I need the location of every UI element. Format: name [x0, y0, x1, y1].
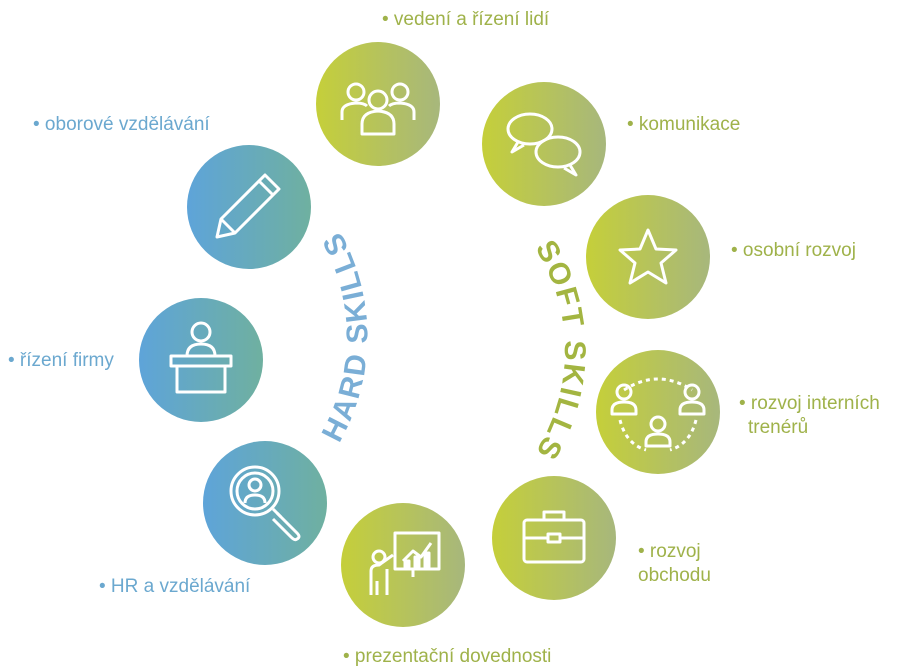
circle-hr	[203, 441, 327, 565]
label-rizeni-line1: • řízení firmy	[8, 350, 114, 371]
label-prezentacni-line1: • prezentační dovednosti	[343, 646, 552, 667]
circle-osobni	[586, 195, 710, 319]
label-treneri-line1: • rozvoj interních	[739, 393, 880, 414]
star-icon	[586, 195, 710, 319]
label-komunikace-line1: • komunikace	[627, 114, 741, 135]
soft-skills-text: SOFT SKILLS	[529, 235, 589, 467]
label-rizeni: • řízení firmy	[8, 349, 114, 373]
label-oborove: • oborové vzdělávání	[33, 113, 210, 137]
hard-skills-arc-label: HARD SKILLS	[316, 226, 375, 447]
circle-komunikace	[482, 82, 606, 206]
circle-prezentacni	[341, 503, 465, 627]
people-group-icon	[316, 42, 440, 166]
speaker-podium-icon	[139, 298, 263, 422]
label-oborove-line1: • oborové vzdělávání	[33, 114, 210, 135]
label-vedeni: • vedení a řízení lidí	[382, 8, 549, 32]
label-osobni: • osobní rozvoj	[731, 239, 856, 263]
label-komunikace: • komunikace	[627, 113, 740, 137]
pencil-icon	[187, 145, 311, 269]
label-treneri: • rozvoj interních trenérů	[739, 392, 880, 440]
circle-obchod	[492, 476, 616, 600]
label-obchod-line1: • rozvoj	[638, 541, 701, 562]
speech-bubbles-icon	[482, 82, 606, 206]
label-obchod-line2: obchodu	[638, 565, 711, 586]
briefcase-icon	[492, 476, 616, 600]
label-obchod: • rozvoj obchodu	[638, 540, 711, 588]
soft-skills-arc-label: SOFT SKILLS	[529, 235, 591, 467]
label-prezentacni: • prezentační dovednosti	[343, 645, 551, 669]
label-vedeni-line1: • vedení a řízení lidí	[382, 9, 550, 30]
magnifier-person-icon	[203, 441, 327, 565]
label-hr: • HR a vzdělávání	[99, 575, 250, 599]
circle-oborove	[187, 145, 311, 269]
presentation-icon	[341, 503, 465, 627]
circle-treneri	[596, 350, 720, 474]
label-osobni-line1: • osobní rozvoj	[731, 240, 856, 261]
network-people-icon	[596, 350, 720, 474]
label-hr-line1: • HR a vzdělávání	[99, 576, 251, 597]
hard-skills-text: HARD SKILLS	[316, 226, 373, 447]
circle-vedeni	[316, 42, 440, 166]
label-treneri-line2: trenérů	[748, 417, 809, 438]
circle-rizeni	[139, 298, 263, 422]
